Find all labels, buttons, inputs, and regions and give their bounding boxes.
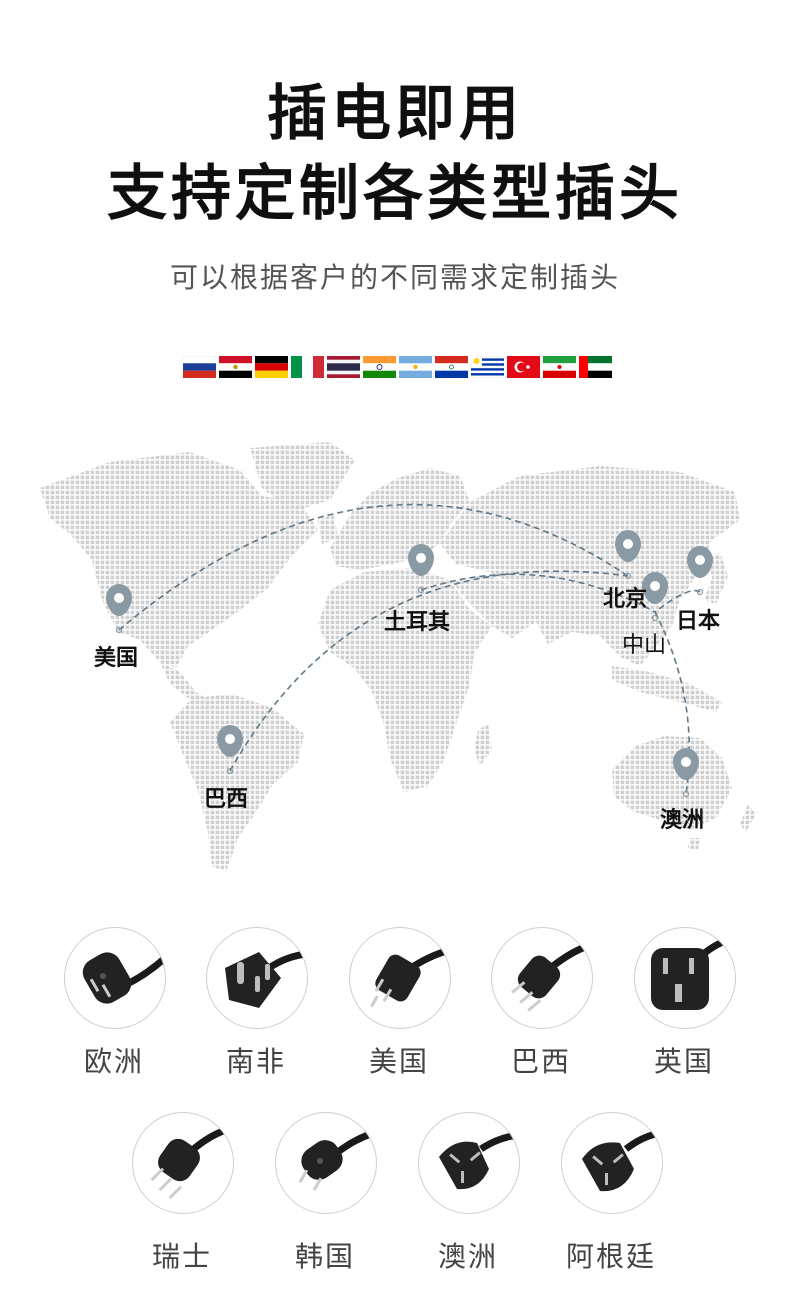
plug-label-south-africa: 南非 — [225, 1045, 286, 1078]
pins — [106, 530, 713, 798]
plug-usa-icon — [349, 927, 451, 1029]
map-label-japan: 日本 — [676, 609, 721, 634]
iran-flag — [543, 356, 576, 378]
turkey-flag — [507, 356, 540, 378]
pin-turkey-icon — [408, 544, 434, 594]
plug-australia-icon — [418, 1112, 520, 1214]
plug-label-argentina: 阿根廷 — [565, 1240, 656, 1273]
pin-zhongshan-icon — [642, 572, 668, 622]
route-brazil-beijing — [229, 570, 629, 772]
map-label-beijing: 北京 — [603, 587, 648, 612]
plug-europe-icon — [64, 927, 166, 1029]
route-turkey-zhongshan — [420, 573, 656, 613]
map-label-zhongshan: 中山 — [622, 633, 667, 658]
map-label-usa: 美国 — [94, 646, 139, 671]
headline-line-1: 插电即用 — [267, 79, 523, 149]
map-label-australia: 澳洲 — [660, 808, 705, 833]
egypt-flag — [219, 356, 252, 378]
plug-label-brazil: 巴西 — [510, 1045, 571, 1078]
plug-label-europe: 欧洲 — [83, 1045, 144, 1078]
pin-beijing-icon — [615, 530, 641, 580]
plug-switzerland-icon — [132, 1112, 234, 1214]
uae-flag — [579, 356, 612, 378]
uruguay-flag — [471, 356, 504, 378]
plug-argentina-icon — [561, 1112, 663, 1214]
germany-flag — [255, 356, 288, 378]
route-usa-beijing — [118, 503, 629, 631]
plug-label-australia: 澳洲 — [437, 1240, 498, 1273]
plug-south-africa-icon — [206, 927, 308, 1029]
subtitle: 可以根据客户的不同需求定制插头 — [169, 261, 620, 294]
paraguay-flag — [435, 356, 468, 378]
india-flag — [363, 356, 396, 378]
pin-usa-icon — [106, 584, 132, 634]
headline-line-2: 支持定制各类型插头 — [107, 159, 683, 229]
argentina-flag — [399, 356, 432, 378]
pin-australia-icon — [673, 748, 699, 798]
plug-label-korea: 韩国 — [294, 1240, 355, 1273]
italy-flag — [291, 356, 324, 378]
russia-flag — [183, 356, 216, 378]
continents — [40, 442, 756, 872]
map-label-turkey: 土耳其 — [384, 610, 451, 635]
plug-label-uk: 英国 — [653, 1045, 714, 1078]
plug-label-usa: 美国 — [368, 1045, 429, 1078]
world-map — [40, 442, 756, 872]
plug-korea-icon — [275, 1112, 377, 1214]
plug-label-switzerland: 瑞士 — [151, 1240, 212, 1273]
map-label-brazil: 巴西 — [204, 787, 249, 812]
plug-brazil-icon — [491, 927, 593, 1029]
pin-japan-icon — [687, 546, 713, 596]
pin-brazil-icon — [217, 725, 243, 775]
plug-uk-icon — [634, 927, 736, 1029]
thailand-flag — [327, 356, 360, 378]
